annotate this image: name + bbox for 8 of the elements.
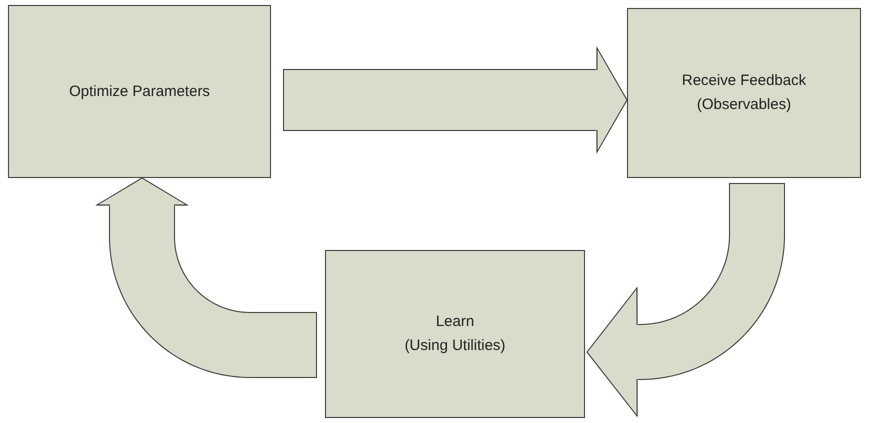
box-label: Receive Feedback <box>682 71 806 91</box>
box-label: Optimize Parameters <box>69 82 210 102</box>
box-label: (Observables) <box>696 95 792 115</box>
box-label: (Using Utilities) <box>404 336 506 356</box>
process-box <box>8 5 271 178</box>
process-box <box>627 8 861 178</box>
box-label: Learn <box>436 312 474 332</box>
process-box <box>325 250 585 418</box>
